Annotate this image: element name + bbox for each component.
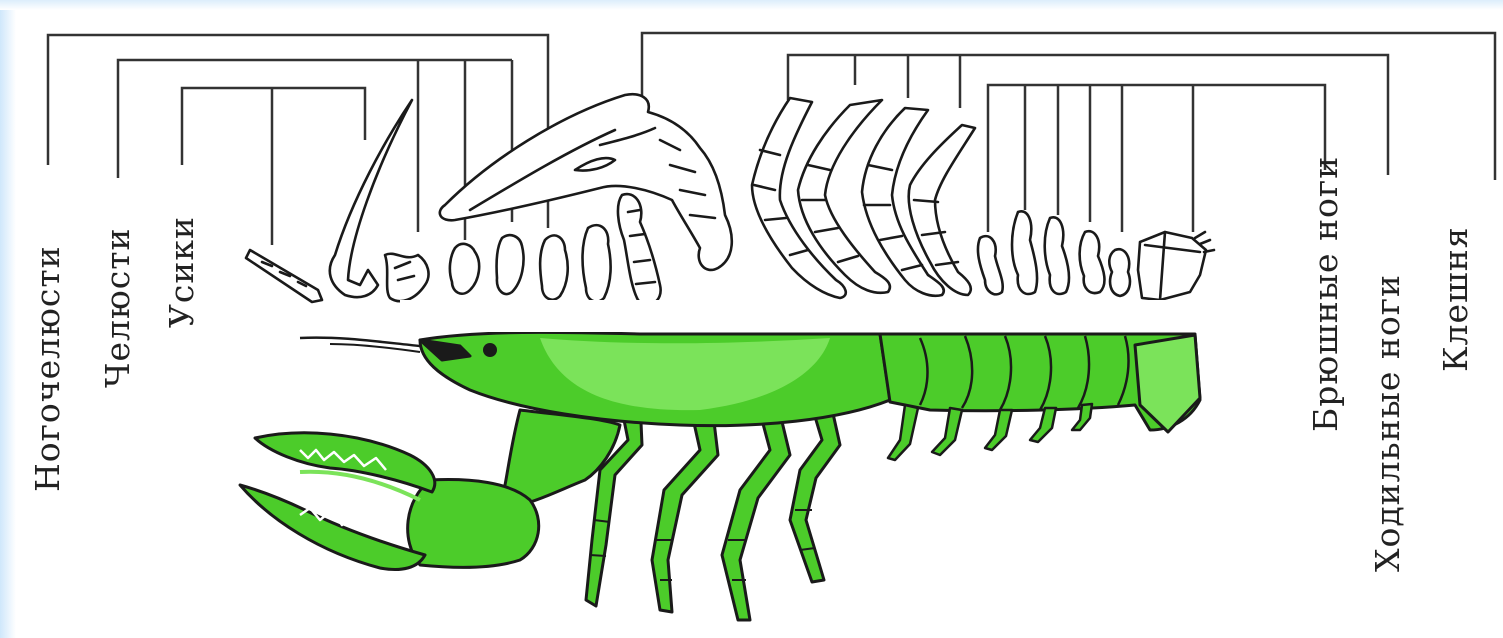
bracket-antennae <box>182 88 365 165</box>
label-walking-legs: Ходильные ноги <box>1368 274 1407 572</box>
label-maxillipeds: Ногочелюсти <box>28 245 67 492</box>
label-swimmerets: Брюшные ноги <box>1306 156 1345 432</box>
walking-leg-3 <box>722 405 790 620</box>
walking-leg-4 <box>790 400 840 582</box>
antennule-drawing <box>246 250 322 302</box>
maxilla-2-drawing <box>497 235 524 294</box>
swimmeret-2-drawing <box>1012 211 1037 294</box>
label-claw: Клешня <box>1436 226 1475 372</box>
maxilliped-1-drawing <box>540 235 568 299</box>
claw-palm <box>408 480 539 568</box>
label-jaws: Челюсти <box>98 228 137 388</box>
swimmeret-4-drawing <box>1080 231 1105 293</box>
crayfish-body <box>240 332 1200 620</box>
swimmeret-1 <box>888 405 918 460</box>
appendage-drawings <box>246 94 1214 304</box>
swimmeret-3 <box>985 410 1012 450</box>
bracket-swimmerets <box>988 85 1325 232</box>
swimmeret-5-drawing <box>1109 249 1130 296</box>
swimmeret-4 <box>1030 408 1056 442</box>
label-antennae: Усики <box>162 216 201 328</box>
tail-fan-drawing <box>1138 232 1206 300</box>
claw-lower-finger <box>240 485 425 569</box>
swimmeret-3-drawing <box>1045 217 1069 294</box>
bracket-jaws <box>118 60 512 178</box>
maxilla-1-drawing <box>450 244 479 294</box>
swimmeret-2 <box>932 408 962 455</box>
maxilliped-2-drawing <box>583 225 611 301</box>
swimmeret-1-drawing <box>978 236 1003 294</box>
